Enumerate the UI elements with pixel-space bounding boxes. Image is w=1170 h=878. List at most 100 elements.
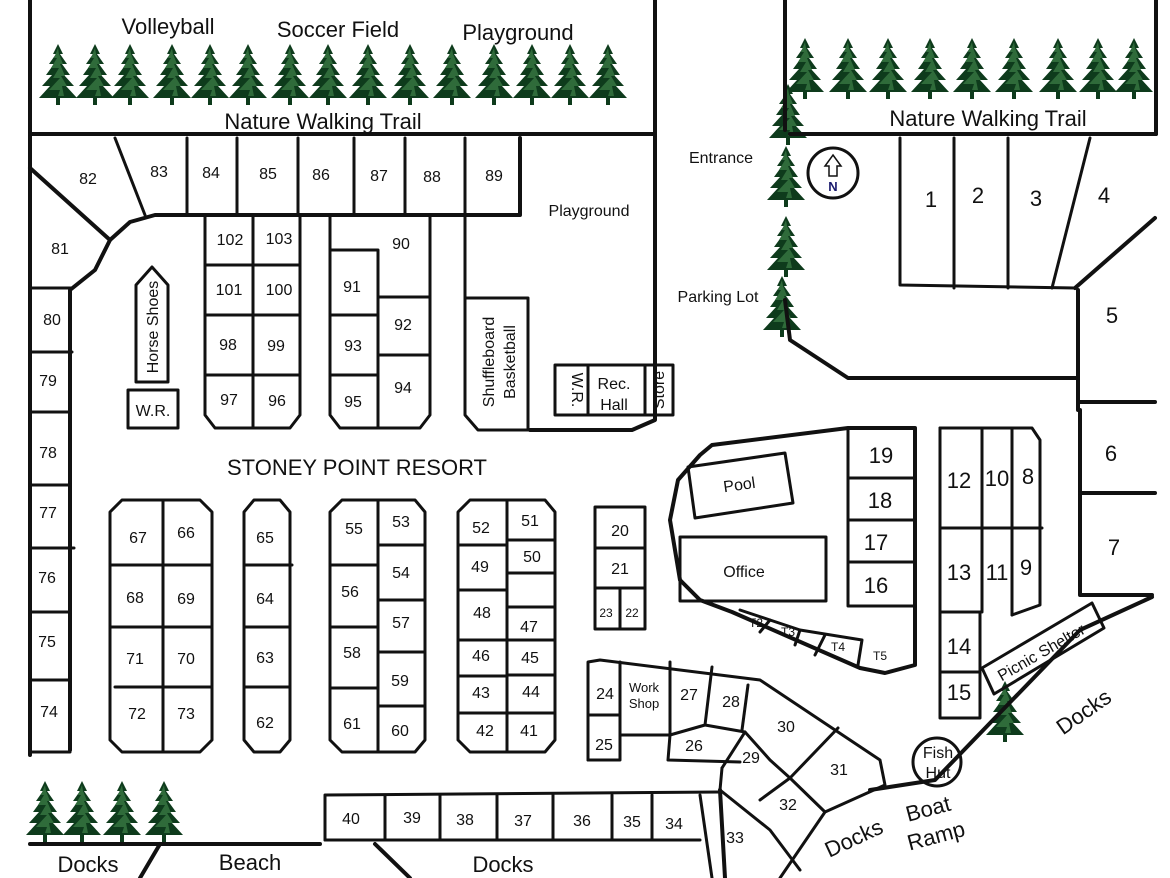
site-label: 43 <box>472 685 490 702</box>
pine-tree-icon <box>763 276 801 337</box>
site-label: 18 <box>868 488 892 513</box>
shoreline <box>868 595 1154 792</box>
volleyball-label: Volleyball <box>122 14 215 39</box>
site-label: 79 <box>39 373 57 390</box>
pine-tree-icon <box>391 44 429 105</box>
pine-tree-icon <box>589 44 627 105</box>
site-label: 48 <box>473 605 491 622</box>
site-block-8-15 <box>938 426 1044 720</box>
docks-bottom-center-label: Docks <box>472 852 533 877</box>
site-block-96-103 <box>203 213 302 430</box>
pine-tree-icon <box>786 38 824 99</box>
site-label: 22 <box>625 606 639 620</box>
site-label: 84 <box>202 165 220 182</box>
site-label: 45 <box>521 650 539 667</box>
site-label: 41 <box>520 723 538 740</box>
site-label: 72 <box>128 706 146 723</box>
site-label: 37 <box>514 813 532 830</box>
pine-tree-icon <box>829 38 867 99</box>
site-block-20-23 <box>593 505 647 631</box>
pine-tree-icon <box>1079 38 1117 99</box>
site-label: 101 <box>216 282 243 299</box>
site-label: 42 <box>476 723 494 740</box>
store-label: Store <box>651 371 668 409</box>
site-label: 20 <box>611 523 629 540</box>
site-block-41-52 <box>456 498 557 754</box>
restroom-mid-label: W.R. <box>568 373 585 408</box>
fish-hut <box>911 736 963 788</box>
site-label: 30 <box>777 719 795 736</box>
site-label: 76 <box>38 570 56 587</box>
horse-shoes-label: Horse Shoes <box>145 281 162 374</box>
tree-row-top-right <box>786 38 1153 99</box>
pine-tree-icon <box>513 44 551 105</box>
tree-row-bottom-left <box>26 781 183 842</box>
site-label: 40 <box>342 811 360 828</box>
pine-tree-icon <box>39 44 77 105</box>
road-edge <box>28 136 522 242</box>
site-label: 10 <box>985 466 1009 491</box>
rec-hall-building <box>553 363 675 417</box>
site-label: 88 <box>423 169 441 186</box>
pine-tree-icon <box>433 44 471 105</box>
pine-tree-icon <box>229 44 267 105</box>
docks-right-label: Docks <box>1051 684 1115 740</box>
tent-site-label: T5 <box>873 649 887 663</box>
pine-tree-icon <box>153 44 191 105</box>
site-label: 56 <box>341 584 359 601</box>
site-label: 68 <box>126 590 144 607</box>
pine-tree-icon <box>767 216 805 277</box>
pine-tree-icon <box>309 44 347 105</box>
restroom-left <box>126 388 180 430</box>
site-label: 46 <box>472 648 490 665</box>
fish-hut-label-2: Hut <box>926 765 951 782</box>
site-label: 7 <box>1108 535 1120 560</box>
site-label: 16 <box>864 573 888 598</box>
site-label: 86 <box>312 167 330 184</box>
site-label: 89 <box>485 168 503 185</box>
site-label: 92 <box>394 317 412 334</box>
parking-lot-label: Parking Lot <box>678 289 759 306</box>
site-label: 73 <box>177 706 195 723</box>
site-label: 39 <box>403 810 421 827</box>
pine-tree-icon <box>869 38 907 99</box>
tent-site-label: T3 <box>781 625 795 639</box>
pine-tree-icon <box>271 44 309 105</box>
road-edge <box>68 238 112 752</box>
pine-tree-icon <box>103 781 141 842</box>
playground-mid-label: Playground <box>549 203 630 220</box>
site-block-53-61 <box>328 498 427 754</box>
pine-tree-icon <box>995 38 1033 99</box>
beach-label: Beach <box>219 850 281 875</box>
site-label: 97 <box>220 392 238 409</box>
site-label: 103 <box>266 231 293 248</box>
horse-shoes-pit <box>134 265 170 384</box>
pine-tree-icon <box>911 38 949 99</box>
site-label: 83 <box>150 164 168 181</box>
pine-tree-icon <box>111 44 149 105</box>
site-row-34-40 <box>323 790 722 878</box>
site-label: 69 <box>177 591 195 608</box>
pine-tree-icon <box>76 44 114 105</box>
site-label: 70 <box>177 651 195 668</box>
site-label: 81 <box>51 241 69 258</box>
pine-tree-icon <box>349 44 387 105</box>
site-label: 64 <box>256 591 274 608</box>
site-label: 75 <box>38 634 56 651</box>
site-label: 59 <box>391 673 409 690</box>
pine-tree-icon <box>551 44 589 105</box>
site-label: 33 <box>726 830 744 847</box>
trail-right-label: Nature Walking Trail <box>889 106 1086 131</box>
restroom-left-label: W.R. <box>136 403 171 420</box>
picnic-shelter <box>980 601 1106 696</box>
site-label: 31 <box>830 762 848 779</box>
site-label: 80 <box>43 312 61 329</box>
office-pool-area <box>668 426 917 675</box>
site-row-82-89 <box>113 136 467 217</box>
site-label: 36 <box>573 813 591 830</box>
site-label: 58 <box>343 645 361 662</box>
pine-tree-icon <box>145 781 183 842</box>
site-label: 77 <box>39 505 57 522</box>
site-label: 60 <box>391 723 409 740</box>
site-block-1-7 <box>898 136 1092 290</box>
